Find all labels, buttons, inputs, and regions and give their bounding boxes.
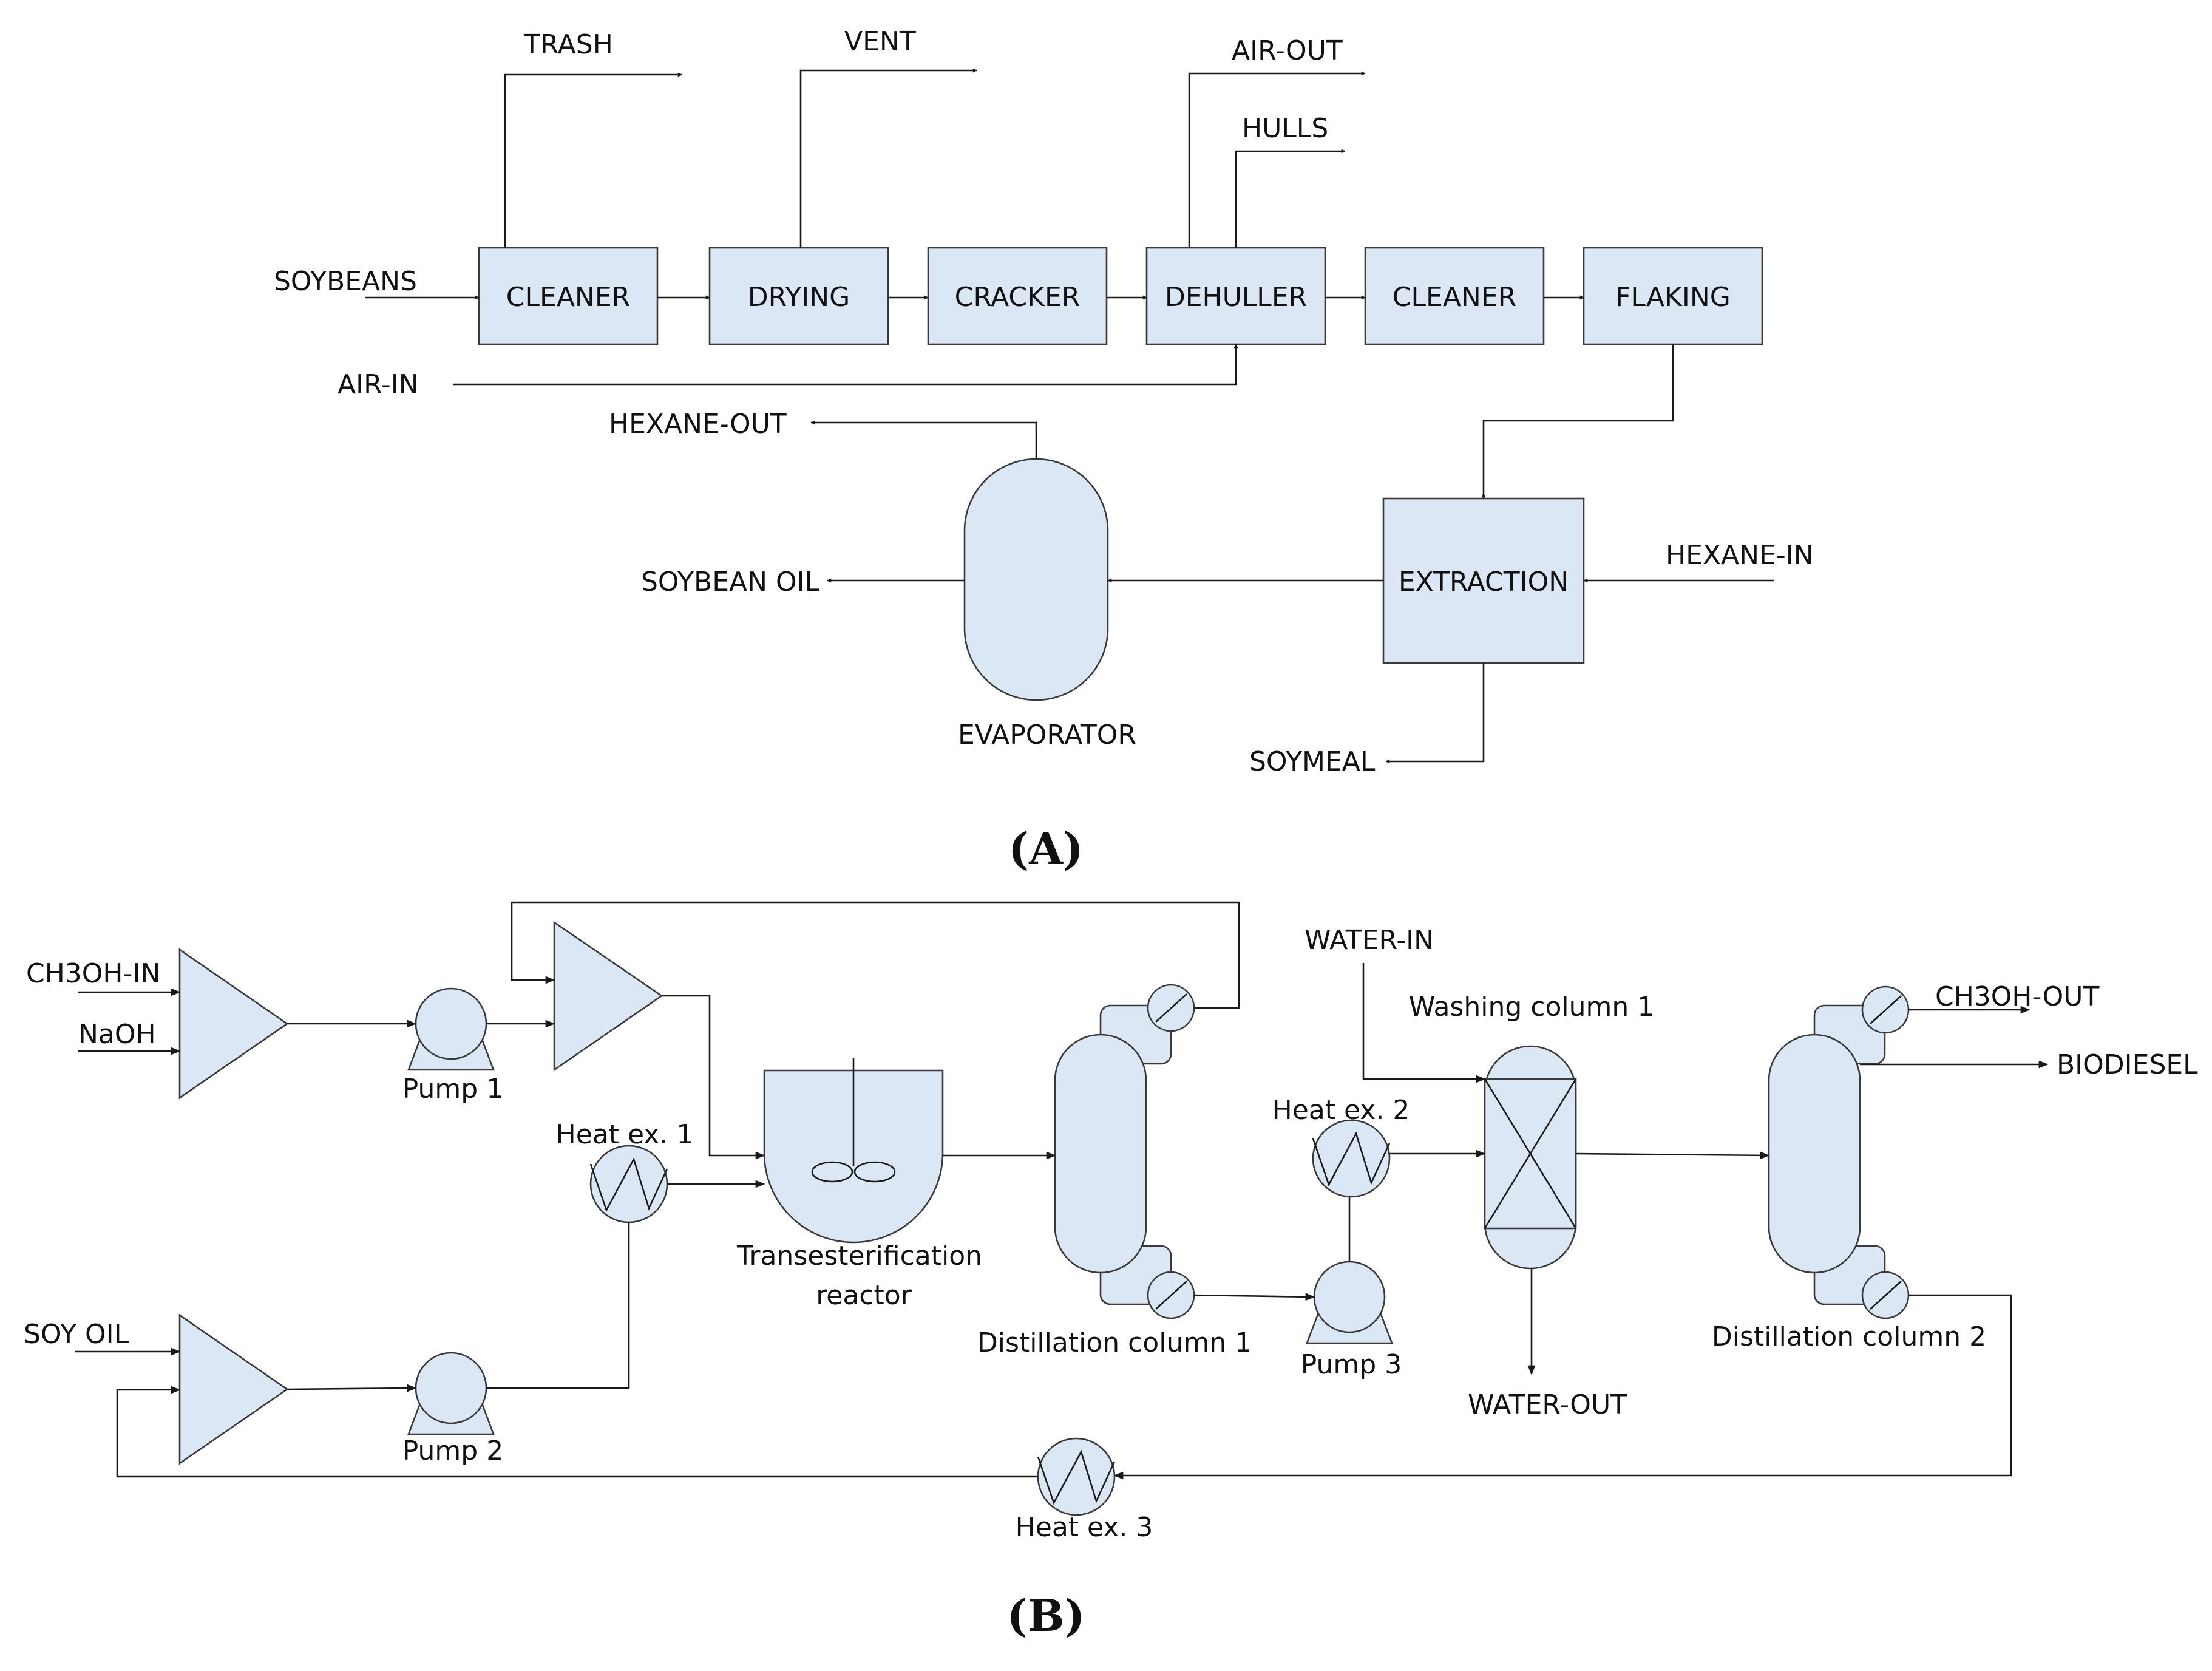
label-water-in: WATER-IN bbox=[1304, 925, 1434, 956]
label-soy-oil: SOY OIL bbox=[24, 1319, 129, 1350]
label-soybeans: SOYBEANS bbox=[274, 266, 417, 297]
stream-mixer3-to-pump2 bbox=[287, 1384, 417, 1392]
label-air-out: AIR-OUT bbox=[1232, 35, 1343, 66]
label-naoh: NaOH bbox=[78, 1019, 156, 1050]
label-washing-column-1: Washing column 1 bbox=[1409, 992, 1654, 1023]
block-cracker: CRACKER bbox=[927, 247, 1108, 345]
svg-text:CRACKER: CRACKER bbox=[955, 282, 1081, 313]
distillation-column-2 bbox=[1768, 985, 1910, 1319]
stream-hulls bbox=[1235, 149, 1346, 248]
stream-soymeal bbox=[1385, 663, 1485, 764]
block-dehuller: DEHULLER bbox=[1145, 247, 1326, 345]
label-water-out: WATER-OUT bbox=[1468, 1389, 1627, 1420]
heat-exchanger-2 bbox=[1312, 1119, 1391, 1198]
svg-text:CLEANER: CLEANER bbox=[506, 282, 630, 313]
label-hexane-in: HEXANE-IN bbox=[1666, 540, 1814, 571]
svg-text:CLEANER: CLEANER bbox=[1393, 282, 1516, 313]
label-biodiesel: BIODIESEL bbox=[2057, 1049, 2198, 1080]
stream-water-in bbox=[1362, 963, 1486, 1083]
svg-text:FLAKING: FLAKING bbox=[1615, 282, 1731, 313]
stream-flaking-to-extraction bbox=[1481, 344, 1674, 499]
pump-2 bbox=[407, 1352, 495, 1435]
label-heat-ex-1: Heat ex. 1 bbox=[556, 1119, 694, 1150]
heat-exchanger-3 bbox=[1037, 1437, 1116, 1516]
block-extraction: EXTRACTION bbox=[1382, 497, 1585, 664]
label-soybean-oil: SOYBEAN OIL bbox=[641, 567, 820, 597]
label-air-in: AIR-IN bbox=[338, 369, 419, 400]
stream-vent bbox=[799, 68, 977, 248]
panel-b-label: (B) bbox=[1007, 1590, 1085, 1641]
stream-recycle-methanol bbox=[511, 901, 1240, 1009]
stream-recycle-oil bbox=[1113, 1294, 2012, 1480]
stream-trash bbox=[504, 72, 682, 248]
svg-text:DRYING: DRYING bbox=[748, 282, 850, 313]
stream-pump2-to-heatex1 bbox=[486, 1222, 630, 1389]
pump-3 bbox=[1306, 1261, 1393, 1344]
label-pump-1: Pump 1 bbox=[402, 1074, 503, 1104]
block-drying: DRYING bbox=[708, 247, 889, 345]
svg-text:EVAPORATOR: EVAPORATOR bbox=[958, 720, 1136, 750]
stream-distcol1-to-pump3 bbox=[1193, 1293, 1315, 1301]
transesterification-reactor bbox=[763, 1058, 944, 1244]
label-pump-3: Pump 3 bbox=[1301, 1349, 1402, 1380]
panel-a-label: (A) bbox=[1008, 823, 1084, 874]
evaporator-vessel: EVAPORATOR bbox=[958, 458, 1136, 750]
stream-hexane-out bbox=[810, 420, 1037, 459]
label-hulls: HULLS bbox=[1242, 113, 1328, 144]
stream-air-out bbox=[1188, 71, 1366, 248]
stream-air-in bbox=[453, 344, 1238, 386]
mixer-1 bbox=[178, 948, 289, 1100]
label-ch3oh-out: CH3OH-OUT bbox=[1935, 981, 2099, 1012]
stream-mixer2-to-reactor bbox=[662, 995, 765, 1160]
label-soymeal: SOYMEAL bbox=[1249, 746, 1376, 777]
heat-exchanger-1 bbox=[589, 1145, 668, 1223]
label-pump-2: Pump 2 bbox=[402, 1435, 503, 1466]
mixer-2 bbox=[553, 921, 663, 1072]
label-distillation-column-1: Distillation column 1 bbox=[977, 1327, 1252, 1358]
label-hexane-out: HEXANE-OUT bbox=[609, 409, 787, 440]
block-cleaner-2: CLEANER bbox=[1364, 247, 1545, 345]
label-distillation-column-2: Distillation column 2 bbox=[1712, 1321, 1986, 1352]
label-heat-ex-2: Heat ex. 2 bbox=[1272, 1095, 1410, 1126]
block-cleaner-1: CLEANER bbox=[478, 247, 659, 345]
label-ch3oh-in: CH3OH-IN bbox=[26, 958, 160, 989]
label-trash: TRASH bbox=[523, 29, 613, 60]
panel-a: CLEANER DRYING CRACKER DEHULLER CLEANER … bbox=[274, 26, 1814, 874]
washing-column-1 bbox=[1484, 1045, 1577, 1270]
panel-b: CH3OH-IN NaOH SOY OIL Pump 1 Pump 2 Pump… bbox=[24, 901, 2198, 1641]
svg-text:DEHULLER: DEHULLER bbox=[1165, 282, 1307, 313]
pump-1 bbox=[407, 987, 495, 1071]
label-vent: VENT bbox=[844, 26, 916, 57]
distillation-column-1 bbox=[1054, 984, 1195, 1319]
stream-heatex3-to-mixer3 bbox=[116, 1386, 1038, 1478]
mixer-3 bbox=[178, 1313, 289, 1465]
block-flaking: FLAKING bbox=[1583, 247, 1763, 345]
label-heat-ex-3: Heat ex. 3 bbox=[1016, 1512, 1153, 1543]
svg-text:EXTRACTION: EXTRACTION bbox=[1399, 567, 1569, 597]
stream-washcol-to-distcol2 bbox=[1575, 1151, 1770, 1160]
label-reactor-line-2: reactor bbox=[816, 1280, 912, 1311]
label-reactor-line-1: Transesterification bbox=[736, 1240, 982, 1271]
